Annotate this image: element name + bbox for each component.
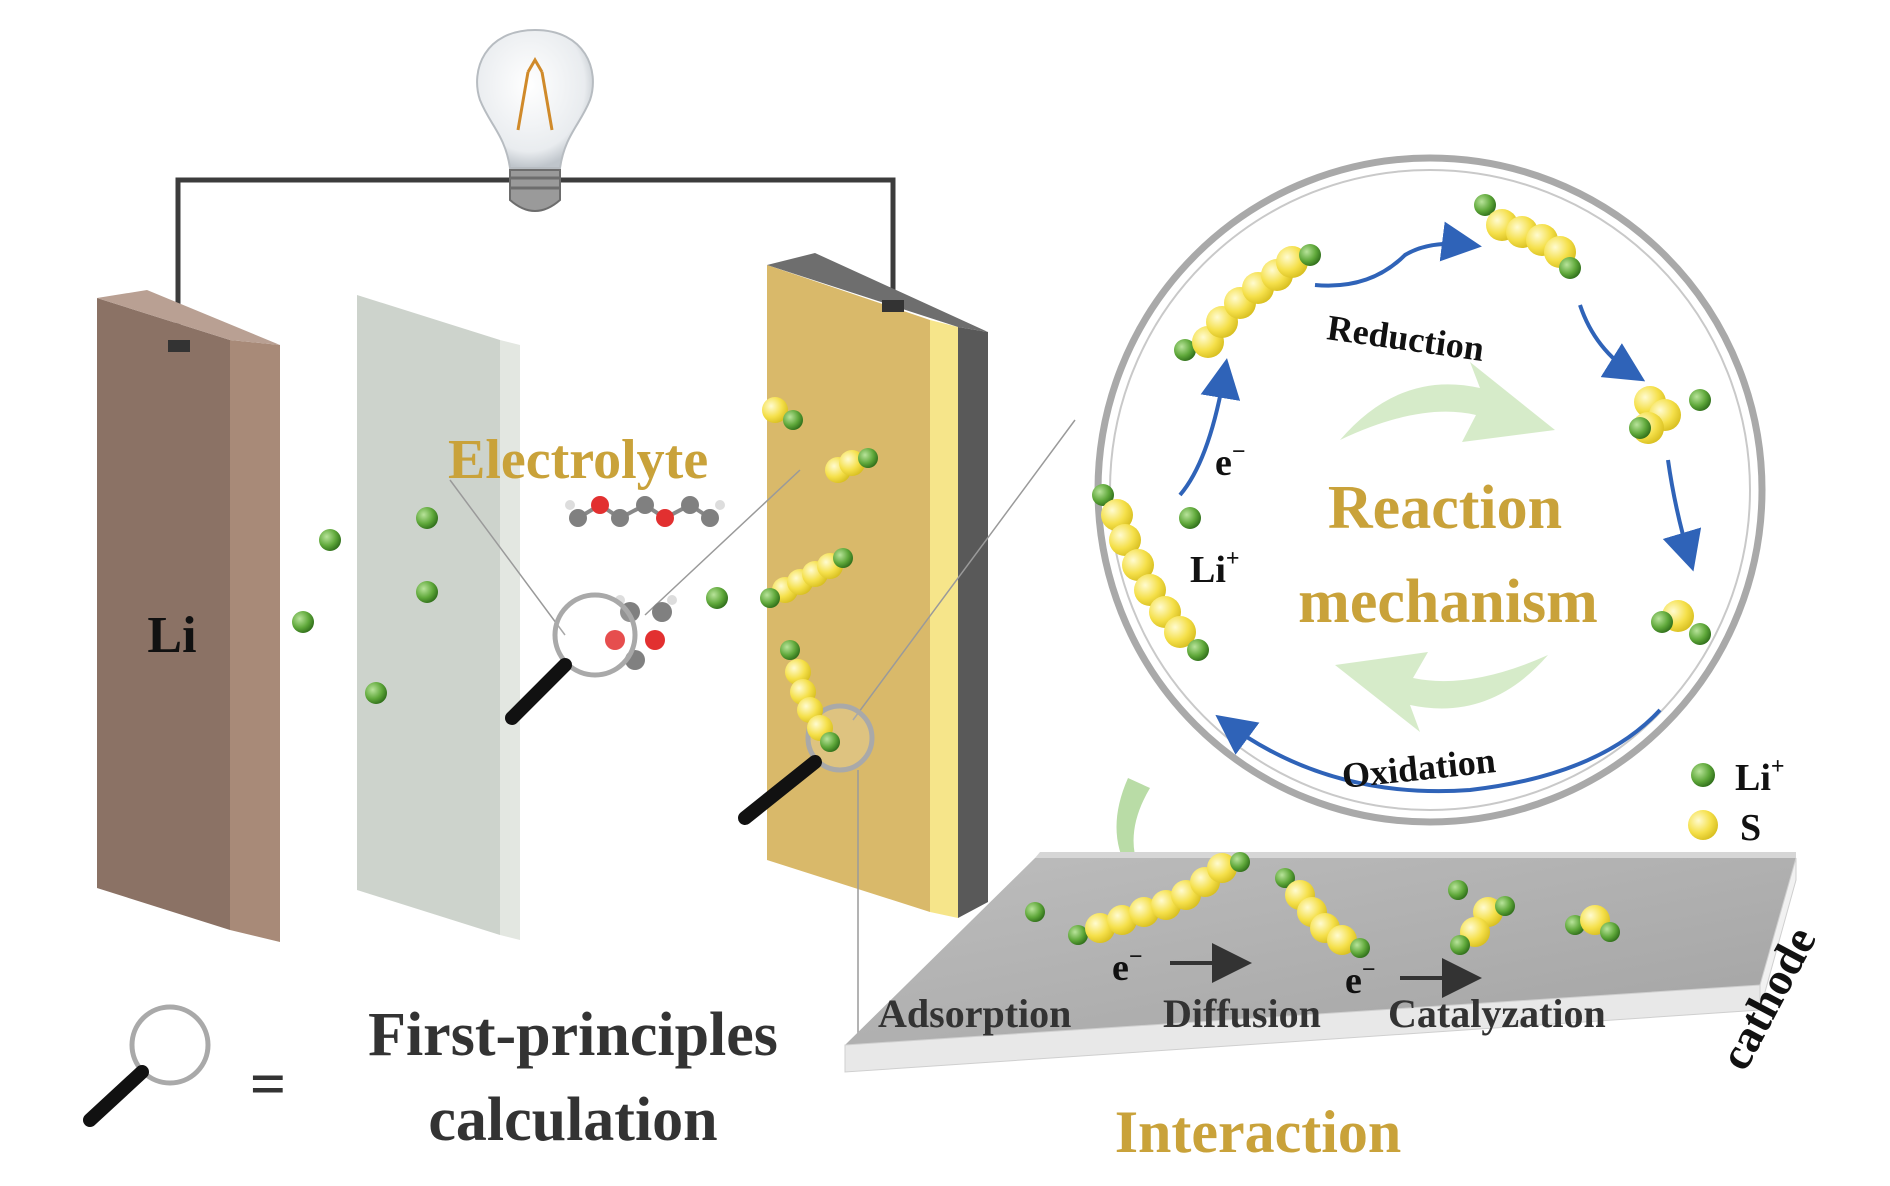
reaction-mechanism-title-line2: mechanism bbox=[1298, 568, 1598, 636]
cathode-slab bbox=[844, 852, 1797, 1073]
separator bbox=[357, 295, 520, 940]
reaction-mechanism-title-line1: Reaction bbox=[1328, 474, 1562, 542]
legend-li-label: Li+ bbox=[1735, 754, 1785, 799]
polysulfide-chains-cathode bbox=[760, 397, 878, 752]
interaction-label: Interaction bbox=[1115, 1099, 1402, 1165]
polysulfide-chains-slab bbox=[1025, 852, 1620, 958]
first-principles-line2: calculation bbox=[428, 1086, 717, 1154]
electron-label-slab: e− bbox=[1112, 944, 1143, 989]
electron-label-slab: e− bbox=[1345, 957, 1376, 1002]
catalyzation-label: Catalyzation bbox=[1388, 991, 1606, 1036]
reduction-swirl-arrow bbox=[1340, 362, 1555, 442]
legend-li-marker bbox=[1691, 763, 1715, 787]
diffusion-label: Diffusion bbox=[1163, 991, 1321, 1036]
li-electrode bbox=[97, 290, 280, 942]
flow-arrow bbox=[1314, 221, 1482, 288]
li-electrode-label: Li bbox=[147, 607, 196, 664]
flow-arrow bbox=[1215, 708, 1662, 794]
li-ion-atoms bbox=[292, 507, 728, 704]
equals-sign: = bbox=[250, 1048, 286, 1119]
oxidation-swirl-arrow bbox=[1335, 652, 1548, 732]
zoom-lines-electrolyte bbox=[449, 469, 801, 636]
magnifier-icon bbox=[505, 592, 638, 725]
electron-label-circle: e− bbox=[1215, 439, 1246, 484]
light-bulb-icon bbox=[476, 28, 594, 212]
zoom-lines-cathode bbox=[852, 419, 1076, 1070]
flow-arrow bbox=[1662, 459, 1702, 572]
flow-arrow bbox=[1178, 358, 1241, 497]
li-ion-label-circle: Li+ bbox=[1190, 546, 1240, 591]
electrolyte-label: Electrolyte bbox=[448, 429, 708, 491]
legend-s-label: S bbox=[1740, 807, 1761, 849]
legend: Li+ S bbox=[1688, 754, 1785, 849]
first-principles-line1: First-principles bbox=[368, 1001, 778, 1069]
legend-s-marker bbox=[1688, 810, 1718, 840]
magnifier-icon bbox=[83, 1004, 211, 1127]
adsorption-label: Adsorption bbox=[878, 991, 1071, 1036]
polysulfide-chains-circle bbox=[1092, 194, 1711, 661]
flow-arrow bbox=[1578, 304, 1646, 382]
